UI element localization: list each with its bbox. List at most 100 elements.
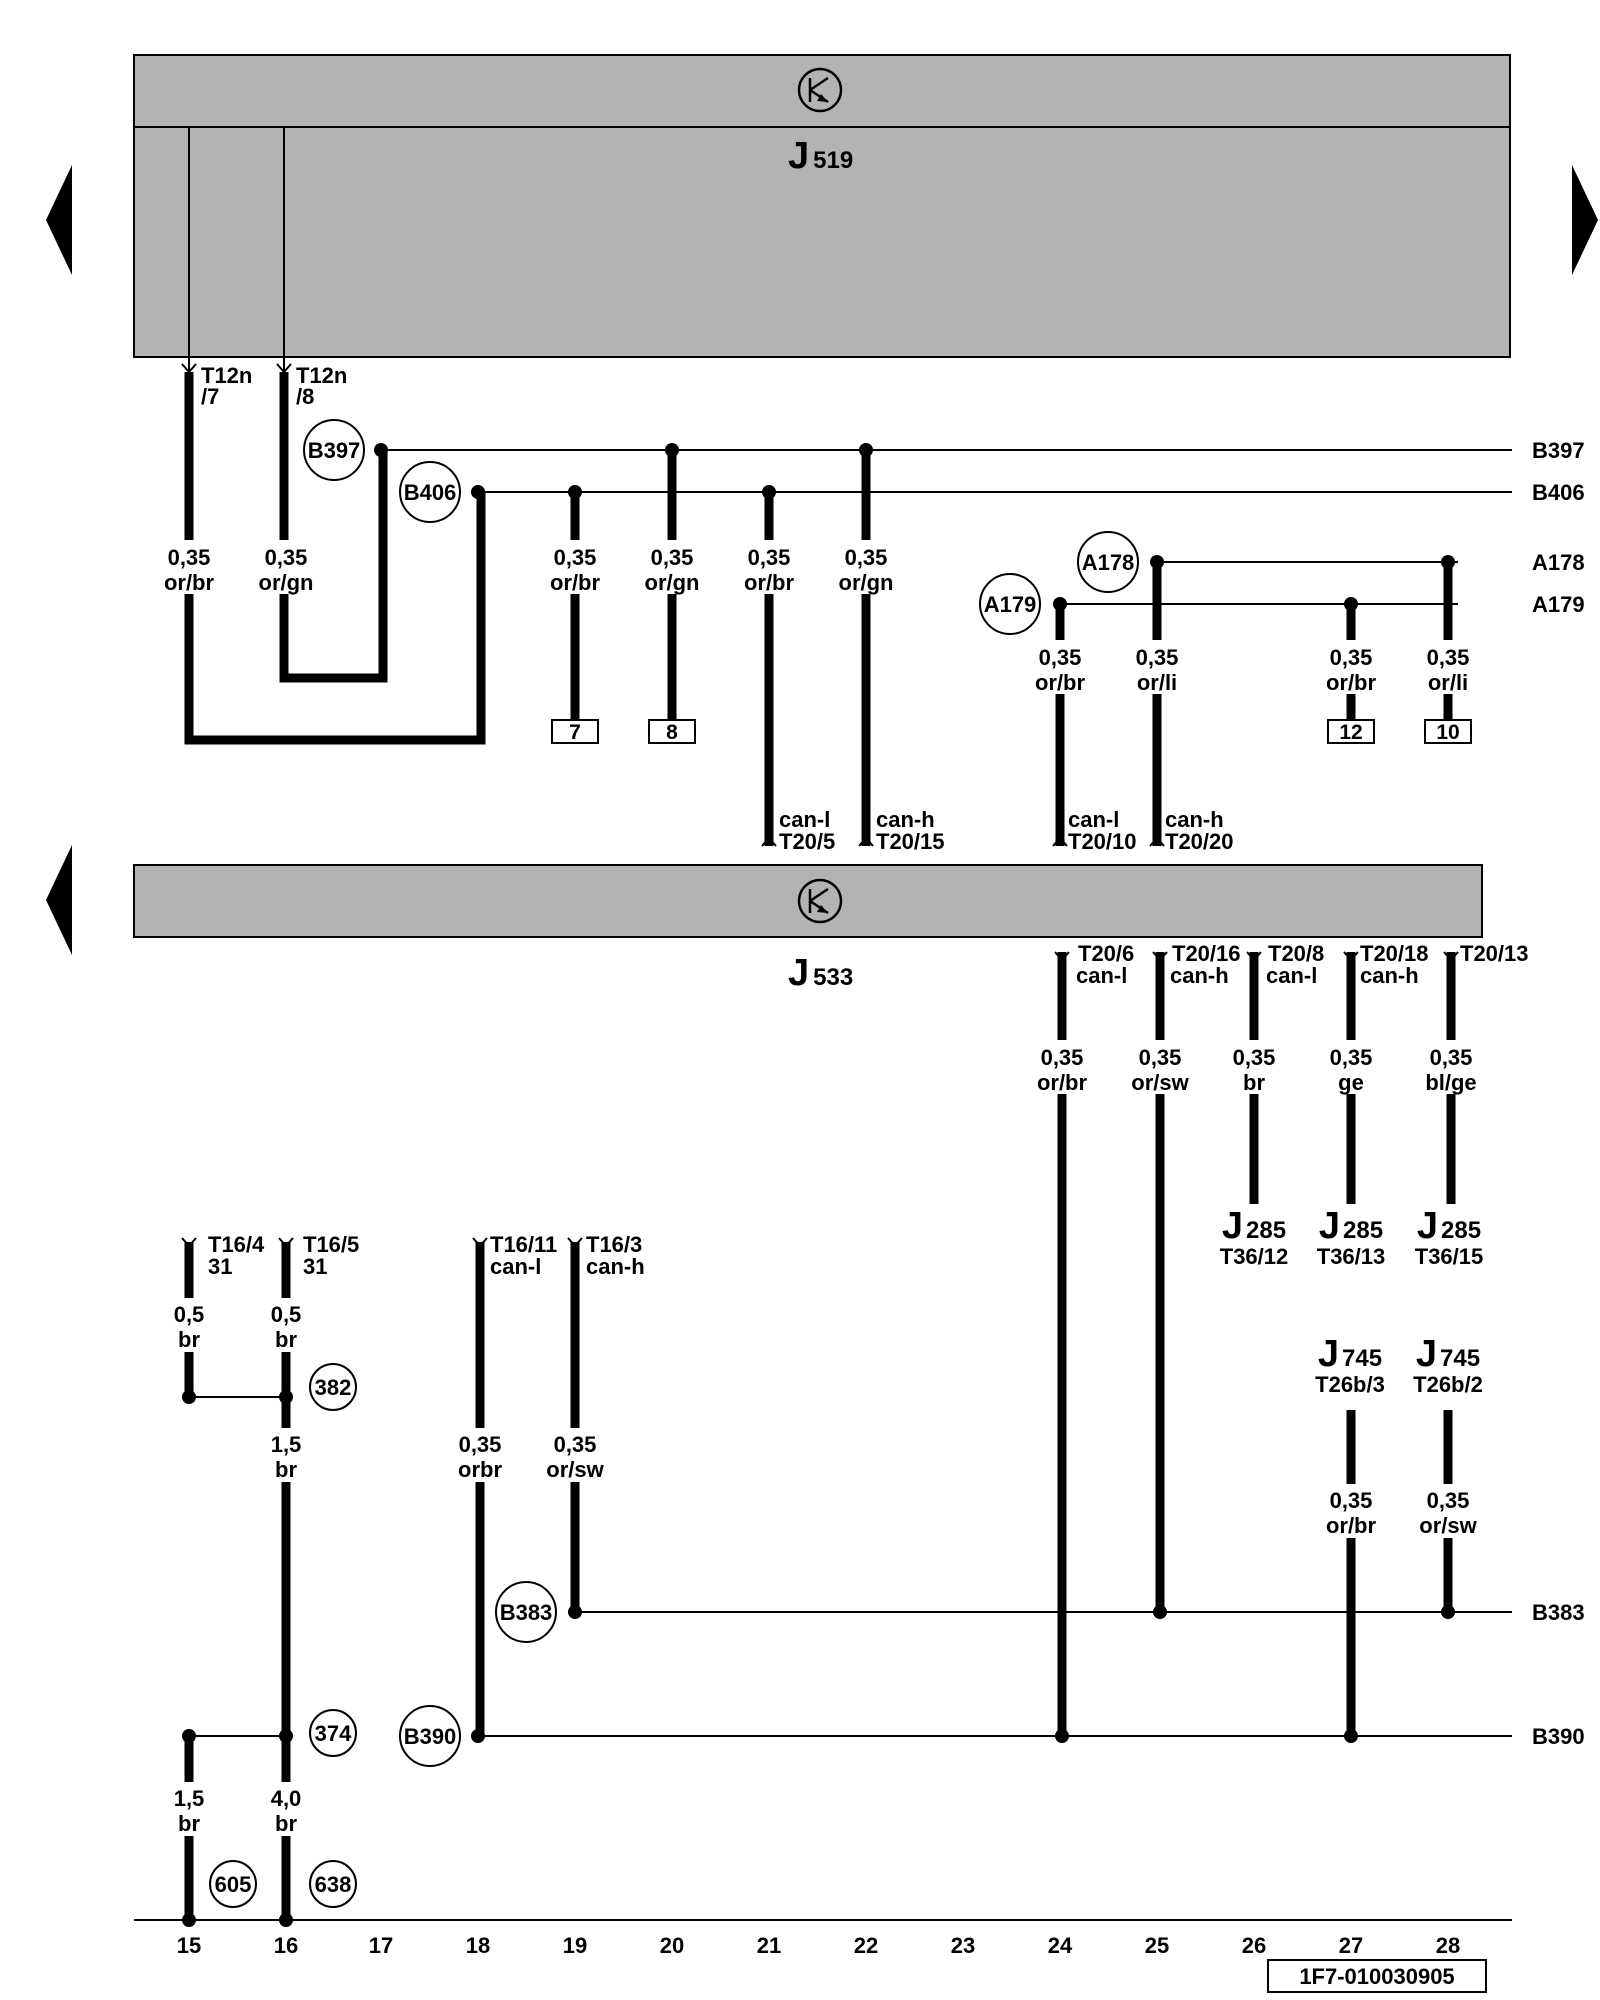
j285-pin: T36/12 bbox=[1220, 1244, 1289, 1269]
bus-label: B406 bbox=[1532, 480, 1585, 505]
nav-left-arrow-icon[interactable] bbox=[46, 165, 72, 275]
document-id: 1F7-010030905 bbox=[1267, 1959, 1487, 1993]
wire-size: 0,35 bbox=[1430, 1045, 1473, 1070]
connector-pin: 31 bbox=[303, 1254, 327, 1279]
wire-size: 0,35 bbox=[748, 545, 791, 570]
wire-color: br bbox=[1243, 1070, 1265, 1095]
bus-label: A179 bbox=[1532, 592, 1585, 617]
column-number: 22 bbox=[854, 1933, 878, 1958]
j745-pin: T26b/2 bbox=[1413, 1372, 1483, 1397]
connector-pin: T20/8 bbox=[1268, 941, 1324, 966]
wire-size: 0,35 bbox=[1330, 645, 1373, 670]
connector-pin: T20/20 bbox=[1165, 829, 1234, 854]
column-number: 24 bbox=[1048, 1933, 1073, 1958]
column-number: 25 bbox=[1145, 1933, 1169, 1958]
j285-pin: T36/13 bbox=[1317, 1244, 1386, 1269]
wire-size: 0,35 bbox=[554, 1432, 597, 1457]
bus-label: B383 bbox=[1532, 1600, 1585, 1625]
wire-size: 0,35 bbox=[1330, 1488, 1373, 1513]
wire-size: 0,5 bbox=[174, 1302, 205, 1327]
connector-pin: can-l bbox=[1068, 807, 1119, 832]
column-number: 27 bbox=[1339, 1933, 1363, 1958]
connector-pin: can-h bbox=[1360, 963, 1419, 988]
connector-pin: /7 bbox=[201, 384, 219, 409]
wire-color: or/br bbox=[1326, 670, 1377, 695]
wire-size: 0,35 bbox=[1039, 645, 1082, 670]
wire-size: 0,35 bbox=[1139, 1045, 1182, 1070]
wire-labels: 0,35 or/br 0,35 or/gn 0,35 or/br 0,35 or… bbox=[164, 545, 1478, 1836]
circle-ref-label: B406 bbox=[404, 480, 457, 505]
wire-color: or/gn bbox=[645, 570, 700, 595]
connector-pin: can-h bbox=[1165, 807, 1224, 832]
wire-color: orbr bbox=[458, 1457, 502, 1482]
wire-color: or/sw bbox=[1131, 1070, 1189, 1095]
j285-pin: T36/15 bbox=[1415, 1244, 1484, 1269]
connector-pin: T20/18 bbox=[1360, 941, 1429, 966]
wire-color: ge bbox=[1338, 1070, 1364, 1095]
column-number: 19 bbox=[563, 1933, 587, 1958]
connector-pin: T16/4 bbox=[208, 1232, 265, 1257]
wire-color: or/br bbox=[550, 570, 601, 595]
wire-color: br bbox=[275, 1811, 297, 1836]
column-number: 28 bbox=[1436, 1933, 1460, 1958]
wire-color: or/gn bbox=[839, 570, 894, 595]
circle-ref-label: A178 bbox=[1082, 550, 1135, 575]
bus-label: A178 bbox=[1532, 550, 1585, 575]
wire-color: or/sw bbox=[546, 1457, 604, 1482]
wire-color: or/li bbox=[1137, 670, 1177, 695]
circle-ref-label: 374 bbox=[315, 1721, 352, 1746]
connector-pin: /8 bbox=[296, 384, 314, 409]
boxed-references: 7 8 12 10 bbox=[551, 719, 1472, 744]
column-number: 15 bbox=[177, 1933, 201, 1958]
column-number: 17 bbox=[369, 1933, 393, 1958]
column-number: 23 bbox=[951, 1933, 975, 1958]
j745-pin: T26b/3 bbox=[1315, 1372, 1385, 1397]
nav-right-arrow-icon[interactable] bbox=[1572, 165, 1598, 275]
connector-pin: can-l bbox=[1266, 963, 1317, 988]
circle-ref-label: 638 bbox=[315, 1872, 352, 1897]
connector-marks bbox=[181, 363, 1459, 1248]
box-ref-label: 12 bbox=[1339, 721, 1362, 744]
wire-color: br bbox=[178, 1811, 200, 1836]
wire-color: br bbox=[275, 1327, 297, 1352]
connector-pin: can-l bbox=[779, 807, 830, 832]
wire-size: 0,35 bbox=[1330, 1045, 1373, 1070]
wire-color: br bbox=[178, 1327, 200, 1352]
connector-pin: T16/3 bbox=[586, 1232, 642, 1257]
wire-size: 0,35 bbox=[459, 1432, 502, 1457]
bus-labels: B397 B406 A178 A179 B383 B390 bbox=[1532, 438, 1585, 1749]
wire-size: 0,5 bbox=[271, 1302, 302, 1327]
circle-ref-label: 382 bbox=[315, 1375, 352, 1400]
transistor-circle-icon bbox=[797, 878, 843, 924]
column-number: 18 bbox=[466, 1933, 490, 1958]
wire-size: 0,35 bbox=[651, 545, 694, 570]
connector-pin: T12n bbox=[296, 363, 347, 388]
connector-pin: can-h bbox=[876, 807, 935, 832]
connector-pin: can-l bbox=[490, 1254, 541, 1279]
column-number: 26 bbox=[1242, 1933, 1266, 1958]
connector-pin: T20/10 bbox=[1068, 829, 1137, 854]
wire-size: 0,35 bbox=[1427, 645, 1470, 670]
wire-color: bl/ge bbox=[1425, 1070, 1476, 1095]
thin-wires bbox=[134, 127, 1512, 1921]
wire-color: or/br bbox=[164, 570, 215, 595]
wire-size: 0,35 bbox=[265, 545, 308, 570]
wire-size: 4,0 bbox=[271, 1786, 302, 1811]
box-ref-label: 8 bbox=[666, 721, 678, 744]
wire-color: or/li bbox=[1428, 670, 1468, 695]
column-numbers: 15 16 17 18 19 20 21 22 23 24 25 26 27 2… bbox=[177, 1933, 1460, 1958]
wire-size: 1,5 bbox=[174, 1786, 205, 1811]
connector-pin: T20/13 bbox=[1460, 941, 1529, 966]
connector-pin: T16/11 bbox=[490, 1232, 557, 1257]
connector-pin: T20/5 bbox=[779, 829, 835, 854]
connector-pin: T12n bbox=[201, 363, 252, 388]
circled-references: B397 B406 A178 A179 382 B383 374 B390 60… bbox=[209, 419, 1139, 1908]
bus-label: B390 bbox=[1532, 1724, 1585, 1749]
nav-left-arrow-lower-icon[interactable] bbox=[46, 845, 72, 955]
wire-size: 0,35 bbox=[1427, 1488, 1470, 1513]
